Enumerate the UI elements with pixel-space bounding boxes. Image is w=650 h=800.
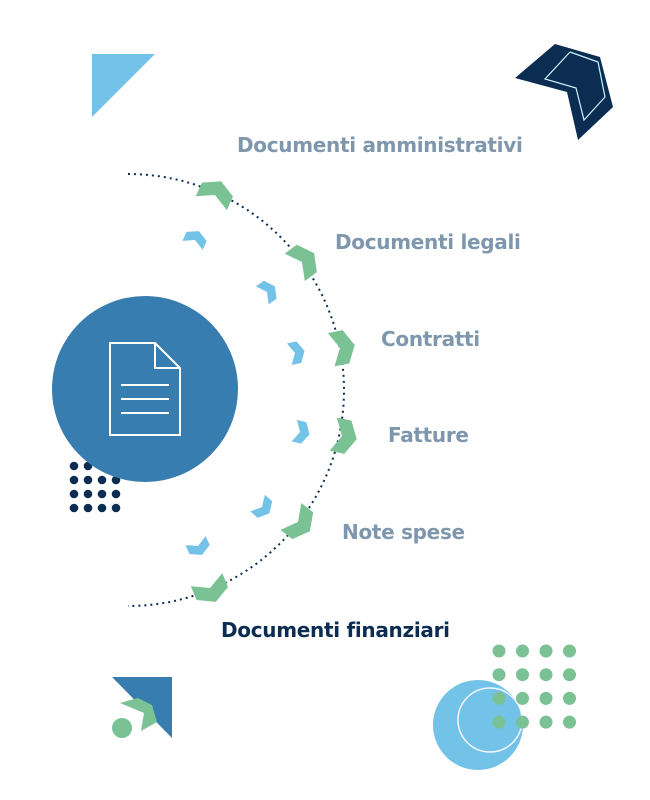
decor-bottom-right [433, 644, 576, 770]
navy-dot [69, 489, 79, 499]
blue-chevron-icon [182, 231, 207, 250]
green-dot [539, 715, 553, 729]
green-dot [492, 644, 506, 658]
chevron-group [182, 181, 357, 602]
navy-dot [111, 503, 121, 513]
green-dot [563, 644, 576, 658]
green-chevron-icon [190, 573, 229, 602]
navy-dot-grid [69, 461, 121, 513]
label-note-spese[interactable]: Note spese [342, 520, 465, 544]
navy-dot [111, 489, 121, 499]
green-dot [539, 668, 553, 682]
center-circle [52, 296, 238, 482]
green-dot [492, 715, 506, 729]
green-chevron-icon [280, 503, 314, 540]
navy-dot [97, 503, 107, 513]
green-dot [539, 644, 553, 658]
navy-dot [69, 461, 79, 471]
blue-chevron-icon [291, 419, 310, 444]
label-documenti-legali[interactable]: Documenti legali [335, 230, 521, 254]
label-contratti[interactable]: Contratti [381, 327, 480, 351]
navy-dot [69, 503, 79, 513]
label-documenti-amministrativi[interactable]: Documenti amministrativi [237, 133, 523, 157]
green-chevron-icon [329, 417, 357, 454]
blue-chevron-icon [185, 536, 210, 555]
navy-dot [97, 475, 107, 485]
green-dot [516, 668, 529, 682]
decor-chevron-top-right [515, 44, 613, 140]
green-dot [492, 668, 506, 682]
green-dot [516, 644, 529, 658]
decor-bottom-left [112, 677, 172, 738]
navy-dot [69, 475, 79, 485]
navy-dot [97, 489, 107, 499]
label-fatture[interactable]: Fatture [388, 423, 469, 447]
green-chevron-icon [327, 330, 355, 367]
navy-dot [83, 475, 93, 485]
green-dot [492, 691, 506, 705]
blue-chevron-icon [286, 341, 305, 366]
blue-chevron-icon [255, 280, 277, 305]
green-dot [516, 691, 529, 705]
decor-triangle-top-left [92, 54, 155, 117]
navy-dot [83, 489, 93, 499]
green-dot [563, 691, 576, 705]
document-icon [109, 342, 181, 436]
navy-dot [83, 503, 93, 513]
green-chevron-icon [284, 244, 317, 282]
label-documenti-finanziari[interactable]: Documenti finanziari [221, 618, 450, 642]
green-chevron-icon [195, 181, 233, 211]
green-dot [516, 715, 529, 729]
green-dot [563, 715, 576, 729]
green-dot [539, 691, 553, 705]
blue-chevron-icon [250, 494, 273, 518]
green-dot [563, 668, 576, 682]
